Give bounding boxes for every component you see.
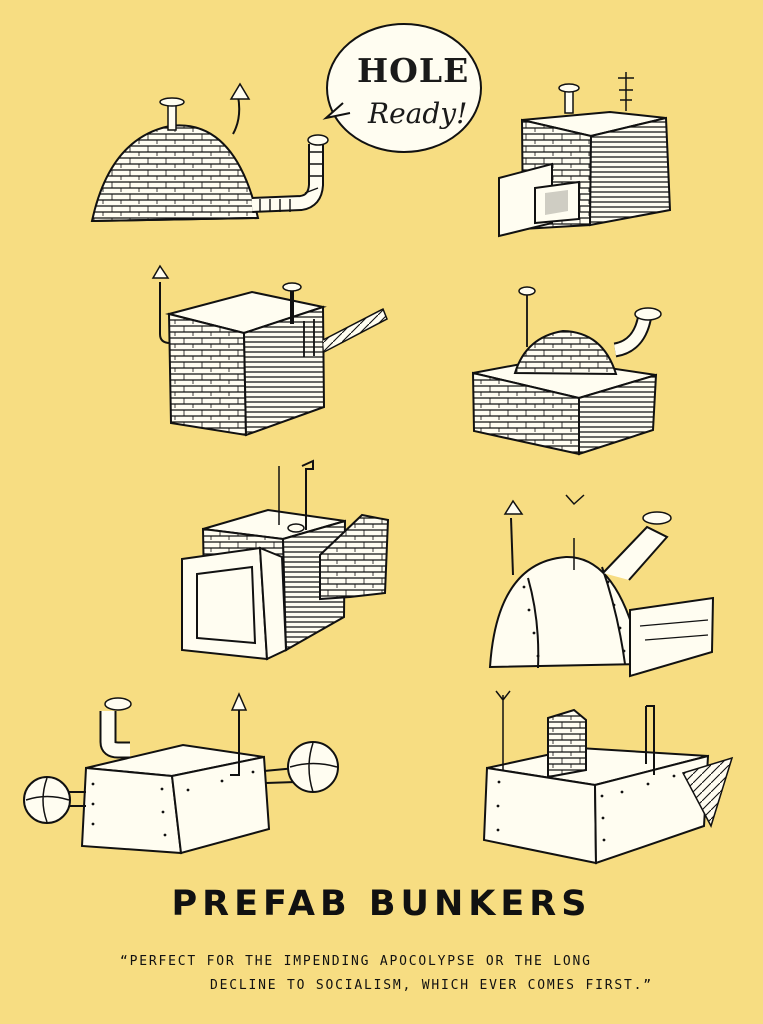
speech-bubble: HOLE Ready! (322, 23, 482, 153)
poster-quote-line-1: “PERFECT FOR THE IMPENDING APOCOLYPSE OR… (120, 954, 592, 969)
bunker-box-window (181, 459, 390, 661)
poster-quote-line-2: DECLINE TO SOCIALISM, WHICH EVER COMES F… (210, 978, 653, 993)
bubble-ready-text: Ready! (367, 97, 467, 130)
bunker-riveted-dome (488, 494, 715, 678)
bunker-dome-platform (471, 286, 662, 456)
bubble-hole-text: HOLE (357, 51, 469, 90)
bunker-brick-cube-vent (151, 264, 388, 437)
poster-title: PREFAB BUNKERS (171, 884, 592, 924)
bunker-igloo-dome (90, 82, 329, 223)
bunker-brick-cube-entry (498, 72, 672, 238)
bunker-riveted-spheres (23, 692, 339, 855)
bunker-riveted-tower (482, 690, 734, 865)
